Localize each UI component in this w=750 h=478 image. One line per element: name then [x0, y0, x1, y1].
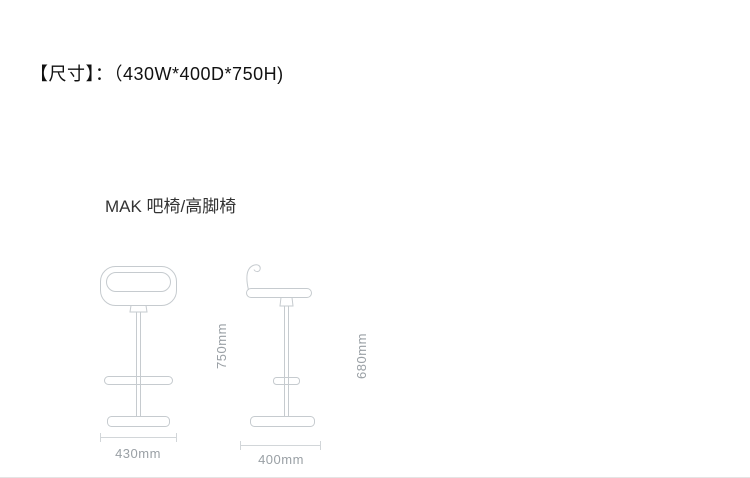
front-height-label: 750mm — [214, 323, 229, 369]
front-width-label: 430mm — [115, 446, 161, 461]
side-width-label: 400mm — [258, 452, 304, 467]
side-view-drawing — [246, 264, 315, 427]
front-width-dimension-line — [100, 433, 177, 442]
product-title: MAK 吧椅/高脚椅 — [105, 197, 237, 216]
front-view-drawing — [100, 266, 177, 427]
side-height-label: 680mm — [354, 333, 369, 379]
side-width-dimension-line — [240, 441, 321, 450]
size-spec-text: 【尺寸】：（430W*400D*750H) — [30, 64, 284, 84]
